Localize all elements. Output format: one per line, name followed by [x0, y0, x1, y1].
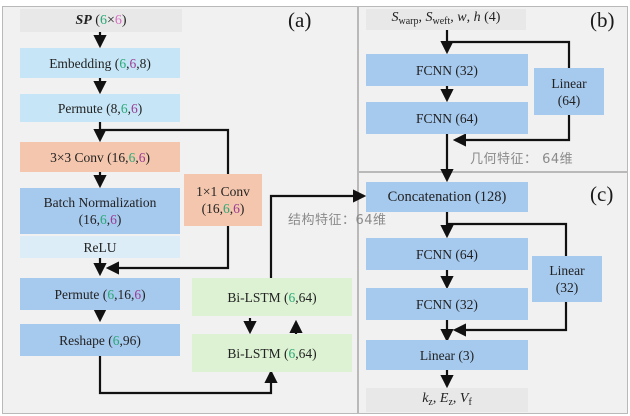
c-fcnn-32: FCNN (32): [366, 288, 528, 320]
b-linear-64: Linear (64): [534, 68, 604, 115]
bilstm-layer-1: Bi-LSTM (6,64): [192, 278, 352, 316]
batch-normalization-layer: Batch Normalization (16,6,6): [20, 188, 180, 234]
b-fcnn-64: FCNN (64): [366, 102, 528, 134]
permute-layer-1: Permute (8,6,6): [20, 94, 180, 122]
conv1x1-layer: 1×1 Conv (16,6,6): [184, 174, 262, 226]
geometric-feature-label: 几何特征： 64维: [470, 152, 574, 167]
conv3x3-layer: 3×3 Conv (16,6,6): [20, 142, 180, 172]
c-fcnn-64: FCNN (64): [366, 238, 528, 270]
output-properties: kz, Ez, Vf: [366, 388, 528, 412]
embedding-layer: Embedding (6,6,8): [20, 48, 180, 78]
panel-a-tag: (a): [288, 8, 312, 32]
concatenation-layer: Concatenation (128): [366, 182, 528, 212]
permute-layer-2: Permute (6,16,6): [20, 278, 180, 310]
geometry-input: Swarp, Sweft, w, h (4): [366, 9, 526, 30]
bilstm-layer-2: Bi-LSTM (6,64): [192, 334, 352, 372]
b-fcnn-32: FCNN (32): [366, 54, 528, 86]
relu-layer: ReLU: [20, 236, 180, 258]
structural-feature-label: 结构特征：64维: [288, 213, 387, 228]
c-linear-3: Linear (3): [366, 340, 528, 370]
panel-b-tag: (b): [590, 8, 615, 32]
input-sp: SP (6×6): [20, 9, 182, 32]
c-linear-32: Linear (32): [532, 256, 602, 302]
panel-c-tag: (c): [590, 182, 614, 206]
reshape-layer: Reshape (6,96): [20, 324, 180, 356]
